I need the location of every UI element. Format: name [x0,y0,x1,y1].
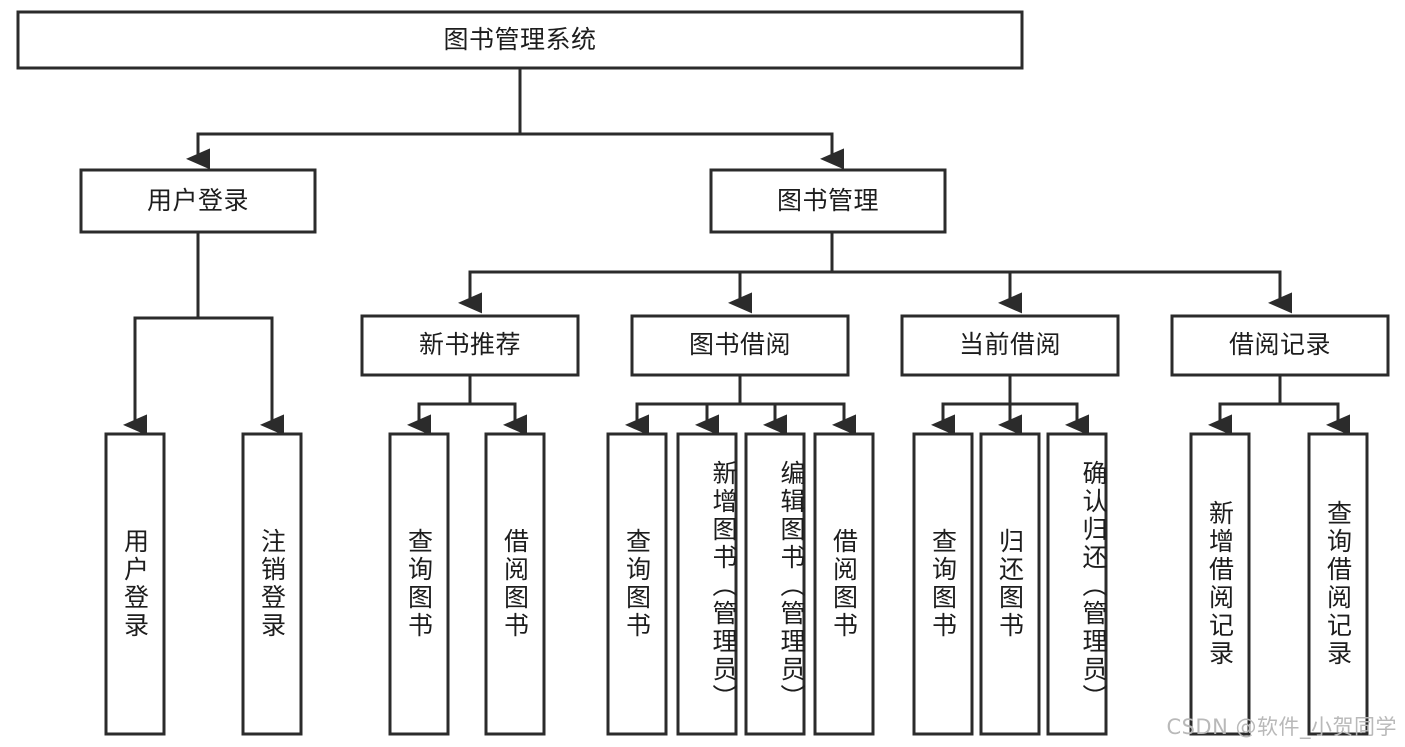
node-box-leaf-borrow-book-1[interactable] [484,432,546,736]
node-box-current-borrow[interactable] [900,314,1120,377]
node-box-leaf-query-book-2[interactable] [606,432,668,736]
connector-book-manage-to-level3 [458,230,1292,314]
node-box-new-book-recommend[interactable] [360,314,580,377]
node-box-leaf-borrow-book-2[interactable] [813,432,875,736]
connector-new-book-to-leaves [407,373,527,436]
node-box-leaf-user-login[interactable] [104,432,166,736]
node-box-leaf-add-book-admin[interactable] [676,432,738,736]
node-box-book-borrow[interactable] [630,314,850,377]
node-box-borrow-records[interactable] [1170,314,1390,377]
node-box-leaf-query-book-3[interactable] [912,432,974,736]
node-box-user-login[interactable] [79,168,317,234]
node-box-book-manage[interactable] [709,168,947,234]
connector-user-login-to-leaves [123,230,284,436]
connector-root-to-level2 [186,66,844,170]
node-box-root[interactable] [16,10,1024,70]
connector-records-to-leaves [1208,373,1350,436]
csdn-watermark: CSDN @软件_小贺同学 [1166,715,1397,739]
node-box-leaf-logout-login[interactable] [241,432,303,736]
connector-borrow-to-leaves [625,373,856,436]
node-box-leaf-return-book[interactable] [979,432,1041,736]
node-box-leaf-query-borrow-record[interactable] [1307,432,1369,736]
node-box-leaf-query-book-1[interactable] [388,432,450,736]
node-box-leaf-confirm-return-admin[interactable] [1046,432,1108,736]
node-box-leaf-edit-book-admin[interactable] [744,432,806,736]
node-box-leaf-add-borrow-record[interactable] [1189,432,1251,736]
connector-current-to-leaves [931,373,1089,436]
